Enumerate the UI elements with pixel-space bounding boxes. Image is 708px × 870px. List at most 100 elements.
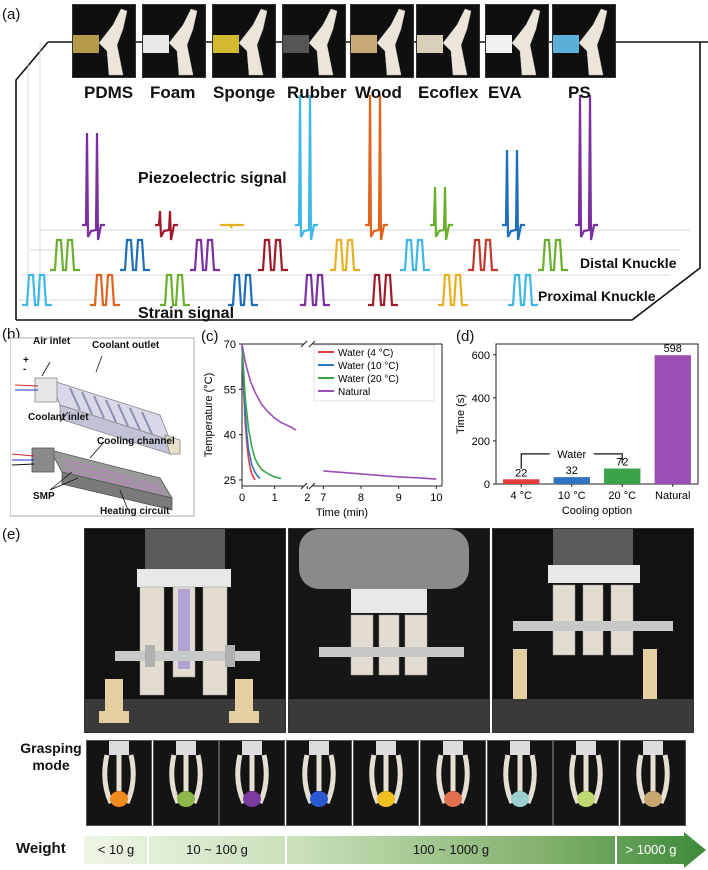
- axis-break-mark: [300, 482, 308, 490]
- xtick-label: 20 °C: [608, 490, 636, 502]
- legend-entry: Natural: [338, 387, 370, 398]
- distal-signal-7: [538, 238, 568, 272]
- grasping-thumbnail-7: [553, 740, 619, 826]
- proximal-signal-2: [160, 273, 190, 307]
- cooling-body-bottom: [11, 447, 173, 511]
- material-label-pdms: PDMS: [84, 83, 134, 102]
- distal-signal-6: [468, 238, 498, 272]
- gripper-photo-lifted: [492, 528, 694, 733]
- series-3: [241, 343, 437, 480]
- material-label-eva: EVA: [488, 83, 522, 102]
- piezo-signal-2: [220, 223, 244, 229]
- gripper-photo-grasping: [288, 528, 490, 733]
- weight-range-100-1000: 100 ~ 1000 g: [412, 841, 490, 857]
- distal-signal-3: [258, 238, 288, 272]
- ytick-label: 400: [472, 393, 490, 405]
- weight-label: Weight: [16, 840, 66, 857]
- distal-signal-1: [120, 238, 150, 272]
- distal-signal-4: [330, 238, 360, 272]
- weight-range-gt1000: > 1000 g: [625, 841, 677, 857]
- xtick-label: 9: [396, 492, 402, 504]
- xtick-label: 1: [272, 492, 278, 504]
- bar-0: [503, 479, 540, 484]
- material-label-ps: PS: [568, 83, 591, 102]
- bar-3: [654, 355, 691, 484]
- panel-a-label: (a): [2, 6, 21, 23]
- proximal-signal-4: [300, 273, 330, 307]
- sign-minus: -: [23, 364, 27, 375]
- series-2: [241, 343, 282, 480]
- ytick-label: 55: [224, 384, 236, 396]
- material-photo-wood: [350, 4, 414, 78]
- series-1: [241, 343, 261, 480]
- axis-break-mark: [308, 482, 316, 490]
- xtick-label: 8: [358, 492, 364, 504]
- weight-arrow: [84, 832, 706, 868]
- grasping-thumbnail-4: [353, 740, 419, 826]
- material-photo-sponge: [212, 4, 276, 78]
- distal-signal-2: [190, 238, 220, 272]
- axis-break-mark: [308, 340, 316, 348]
- material-photo-foam: [142, 4, 206, 78]
- distal-knuckle-label: Distal Knuckle: [580, 255, 677, 271]
- proximal-signal-5: [368, 273, 398, 307]
- xtick-label: 10 °C: [558, 490, 586, 502]
- plot-frame: [495, 343, 699, 485]
- grasping-mode-label: Grasping mode: [20, 740, 82, 773]
- piezo-signal-5: [430, 186, 453, 241]
- xtick-label: Natural: [655, 490, 690, 502]
- sign-plus: +: [23, 355, 29, 366]
- bar-value-label: 22: [515, 467, 527, 479]
- label-coolant-inlet: Coolant inlet: [28, 412, 89, 423]
- distal-signal-5: [400, 238, 430, 272]
- label-coolant-outlet: Coolant outlet: [92, 340, 160, 351]
- axis-break-mark: [300, 340, 308, 348]
- ytick-label: 200: [472, 436, 490, 448]
- proximal-signal-3: [228, 273, 258, 307]
- material-label-sponge: Sponge: [213, 83, 276, 102]
- material-photo-ps: [552, 4, 616, 78]
- piezo-signal-4: [365, 94, 388, 241]
- ytick-label: 70: [224, 339, 236, 351]
- cooling-body-top: [14, 377, 181, 455]
- grasping-thumbnail-1: [153, 740, 219, 826]
- proximal-signal-1: [90, 273, 120, 307]
- gripper-photo-open: [84, 528, 286, 733]
- water-label-bg: [549, 445, 594, 460]
- label-heating-circuit: Heating circuit: [100, 506, 170, 517]
- bar-value-label: 32: [566, 465, 578, 477]
- ytick-label: 600: [472, 350, 490, 362]
- y-axis-label: Temperature (°C): [203, 373, 215, 457]
- series-line-1-a: [241, 343, 261, 480]
- series-line-3-b: [323, 470, 437, 480]
- xtick-label: 4 °C: [510, 490, 532, 502]
- piezo-signal-6: [502, 149, 525, 241]
- water-group-label: Water: [557, 449, 586, 461]
- series-line-3-a: [241, 343, 297, 431]
- panel-c-label: (c): [201, 328, 219, 345]
- xtick-label: 10: [430, 492, 442, 504]
- label-cooling-channel: Cooling channel: [97, 436, 175, 447]
- piezo-signal-0: [82, 132, 105, 241]
- material-label-ecoflex: Ecoflex: [418, 83, 479, 102]
- xtick-label: 0: [239, 492, 245, 504]
- strain-signal-label: Strain signal: [138, 305, 235, 322]
- piezo-signal-3: [295, 94, 318, 241]
- xtick-label: 2: [304, 492, 310, 504]
- y-axis-label: Time (s): [455, 394, 467, 434]
- grasping-thumbnail-2: [219, 740, 285, 826]
- material-label-foam: Foam: [150, 83, 196, 102]
- legend-entry: Water (20 °C): [338, 374, 399, 385]
- label-smp: SMP: [33, 491, 55, 502]
- piezo-signal-1: [155, 210, 178, 241]
- grasping-thumbnail-3: [286, 740, 352, 826]
- x-axis-label: Time (min): [316, 507, 368, 519]
- proximal-knuckle-label: Proximal Knuckle: [538, 288, 656, 304]
- material-photo-pdms: [72, 4, 136, 78]
- ytick-label: 25: [224, 475, 236, 487]
- grasping-thumbnail-0: [86, 740, 152, 826]
- weight-range-lt10: < 10 g: [97, 841, 135, 857]
- material-photo-eva: [485, 4, 549, 78]
